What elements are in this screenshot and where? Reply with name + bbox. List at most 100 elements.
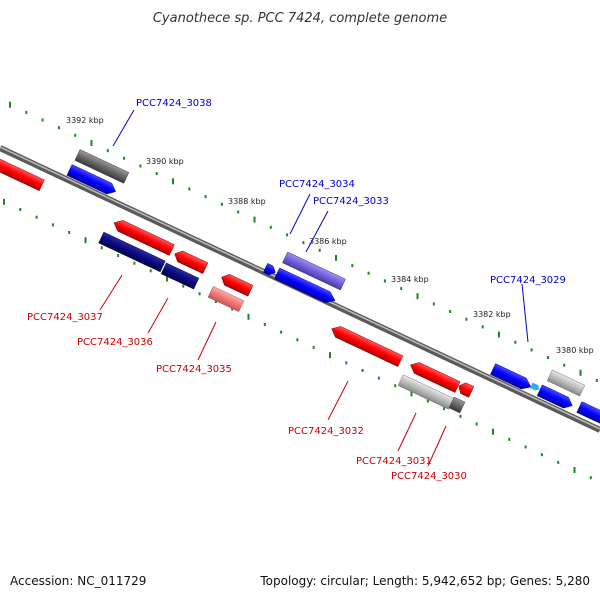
ring-dot [475,422,478,426]
ring-dot [573,467,576,473]
ring-dot [459,414,462,418]
ring-dot [253,216,256,223]
ring-dot [481,325,484,329]
ring-dot [508,437,511,441]
ring-dot [514,340,517,344]
tick-label: 3388 kbp [228,197,266,206]
gene-arrow[interactable] [530,382,541,392]
ring-dot [155,172,158,176]
ring-dot [100,246,103,250]
ring-dot [231,307,234,311]
ring-dot [106,149,109,153]
ring-dot [117,254,120,257]
gene-arrow[interactable] [282,251,346,291]
ring-dot [198,292,201,296]
ring-dot [139,164,142,168]
ring-dot [492,428,494,435]
gene-arrow[interactable] [207,286,245,312]
gene-arrow[interactable] [263,263,277,277]
ring-dot [237,210,240,214]
ring-dot [579,369,582,376]
ring-dot [416,293,419,300]
gene-arrow[interactable] [408,360,461,393]
ring-dot [74,133,77,137]
gene-arrow[interactable] [274,267,337,306]
ring-dot [172,178,174,185]
ring-dot [188,187,191,191]
leader-lines [99,109,529,467]
gene-label-pcc7424-3029[interactable]: PCC7424_3029 [490,275,566,286]
gene-arrows [0,149,600,425]
gene-arrow[interactable] [397,374,455,410]
ring-dot [400,287,403,291]
gene-label-pcc7424-3034[interactable]: PCC7424_3034 [279,179,355,190]
gene-label-pcc7424-3038[interactable]: PCC7424_3038 [136,98,212,109]
gene-arrow[interactable] [219,272,254,297]
ring-dot [498,331,500,338]
gene-label-pcc7424-3031[interactable]: PCC7424_3031 [356,456,432,467]
gene-arrow[interactable] [0,158,45,192]
ring-dot [443,407,446,411]
ring-dot [351,264,354,268]
ring-dot [204,195,207,199]
ring-dot [123,156,126,160]
ring-dot [367,271,370,275]
accession-text: Accession: NC_011729 [10,574,147,588]
ring-dot [280,330,283,334]
ring-dot [449,310,452,313]
gene-label-pcc7424-3035[interactable]: PCC7424_3035 [156,364,232,375]
ring-dot [149,269,152,273]
ring-dot [19,208,22,211]
tick-label: 3380 kbp [556,346,594,355]
genome-summary-text: Topology: circular; Length: 5,942,652 bp… [260,574,590,588]
ring-dot [286,233,289,237]
tick-label: 3386 kbp [309,237,347,246]
gene-label-pcc7424-3032[interactable]: PCC7424_3032 [288,426,364,437]
gene-arrow[interactable] [160,262,200,290]
gene-label-pcc7424-3037[interactable]: PCC7424_3037 [27,312,103,323]
ring-dot [84,237,87,244]
ring-dot [524,445,527,449]
gene-label-pcc7424-3036[interactable]: PCC7424_3036 [77,337,153,348]
tick-label: 3382 kbp [473,310,511,319]
gene-arrow[interactable] [66,164,118,198]
gene-arrow[interactable] [448,396,466,414]
gene-arrow[interactable] [546,369,586,397]
ring-dot [263,323,266,326]
tick-label: 3392 kbp [66,116,104,125]
ring-dot [51,223,54,227]
ring-dot [546,356,549,359]
ring-dot [557,460,560,464]
ring-dot [296,338,299,342]
ring-dot [57,126,60,130]
ring-dot [432,302,435,306]
gene-arrow[interactable] [111,217,175,256]
ring-dot [394,384,397,388]
ring-dot [345,361,348,365]
ring-dot [530,348,533,352]
gene-arrow[interactable] [172,248,209,274]
map-title: Cyanothece sp. PCC 7424, complete genome [153,11,447,26]
ring-dot [361,368,364,372]
ring-dot [9,101,11,108]
ring-dot [377,376,380,380]
gene-arrow[interactable] [329,323,404,367]
ring-dot [166,275,168,282]
gene-arrow[interactable] [456,381,475,398]
ring-dot [25,110,28,114]
inner-dotted-ring [3,198,592,480]
ring-dot [426,399,429,403]
ring-dot [68,231,71,234]
gene-arrow[interactable] [536,384,575,411]
gene-arrow[interactable] [490,363,533,393]
gene-label-pcc7424-3030[interactable]: PCC7424_3030 [391,471,467,482]
ring-dot [383,279,386,283]
ring-dot [465,317,468,321]
ring-dot [41,118,44,122]
gene-arrow[interactable] [98,231,166,273]
ring-dot [589,476,592,480]
gene-arrow[interactable] [74,149,130,184]
ring-dot [318,248,321,252]
gene-label-pcc7424-3033[interactable]: PCC7424_3033 [313,196,389,207]
